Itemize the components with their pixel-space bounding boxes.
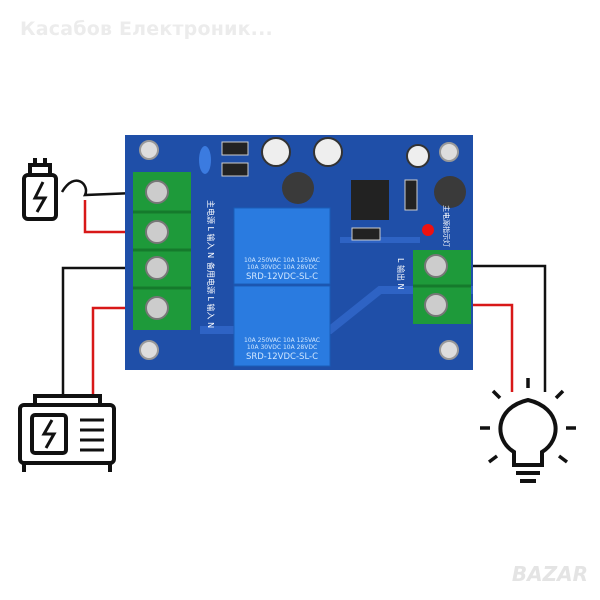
svg-text:10A 250VAC 10A 125VAC: 10A 250VAC 10A 125VAC [244,257,320,264]
mounting-hole [439,340,459,360]
inductor [434,176,466,208]
watermark-text: Касабов Електроник... [20,18,273,40]
svg-text:主电源 L 输入 N: 主电源 L 输入 N [206,200,216,258]
mounting-hole [139,140,159,160]
svg-text:SRD-12VDC-SL-C: SRD-12VDC-SL-C [246,352,318,362]
terminal-block-output [413,250,471,324]
svg-text:L 输出 N: L 输出 N [396,258,406,290]
capacitor [261,137,291,167]
capacitor [406,144,430,168]
relay-1: 10A 250VAC 10A 125VAC 10A 30VDC 10A 28VD… [233,207,331,285]
svg-text:10A 250VAC 10A 125VAC: 10A 250VAC 10A 125VAC [244,337,320,344]
ic-chip [351,180,389,220]
svg-text:主电源指示灯: 主电源指示灯 [442,205,451,247]
charger-icon [22,158,58,221]
light-bulb-icon [480,378,576,483]
svg-text:10A 30VDC 10A 28VDC: 10A 30VDC 10A 28VDC [247,344,317,351]
inductor [282,172,314,204]
indicator-led [422,224,434,236]
relay-2: 10A 250VAC 10A 125VAC 10A 30VDC 10A 28VD… [233,285,331,367]
svg-text:备用电源 L 输入 N: 备用电源 L 输入 N [206,262,216,328]
varistor [199,146,211,174]
svg-text:SRD-12VDC-SL-C: SRD-12VDC-SL-C [246,272,318,282]
wire-out-neutral [440,264,547,392]
generator-icon [18,394,116,472]
bazar-logo: BAZAR [511,562,588,586]
mounting-hole [439,142,459,162]
mounting-hole [139,340,159,360]
capacitor [313,137,343,167]
wire-main-neutral [60,179,161,197]
terminal-block-input [133,172,191,330]
svg-text:10A 30VDC 10A 28VDC: 10A 30VDC 10A 28VDC [247,264,317,271]
